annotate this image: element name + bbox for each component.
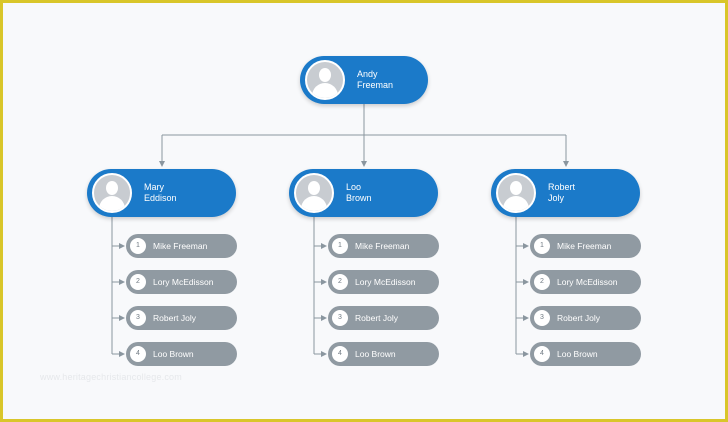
report-node[interactable]: 2 Lory McEdisson	[328, 270, 439, 294]
report-number-badge: 4	[130, 346, 146, 362]
report-name: Loo Brown	[153, 349, 194, 359]
report-name: Lory McEdisson	[153, 277, 214, 287]
report-number-badge: 1	[534, 238, 550, 254]
person-avatar-icon	[496, 173, 536, 213]
report-number-badge: 1	[130, 238, 146, 254]
report-number-badge: 2	[332, 274, 348, 290]
report-name: Loo Brown	[355, 349, 396, 359]
report-name: Mike Freeman	[153, 241, 208, 251]
report-number-badge: 3	[332, 310, 348, 326]
report-number-badge: 3	[534, 310, 550, 326]
report-number-badge: 2	[534, 274, 550, 290]
report-node[interactable]: 2 Lory McEdisson	[126, 270, 237, 294]
report-node[interactable]: 3 Robert Joly	[530, 306, 641, 330]
person-avatar-icon	[92, 173, 132, 213]
report-name: Lory McEdisson	[355, 277, 416, 287]
report-node[interactable]: 2 Lory McEdisson	[530, 270, 641, 294]
report-node[interactable]: 3 Robert Joly	[328, 306, 439, 330]
report-number-badge: 1	[332, 238, 348, 254]
report-name: Mike Freeman	[557, 241, 612, 251]
report-node[interactable]: 1 Mike Freeman	[126, 234, 237, 258]
report-number-badge: 4	[534, 346, 550, 362]
report-node[interactable]: 1 Mike Freeman	[530, 234, 641, 258]
report-node[interactable]: 4 Loo Brown	[126, 342, 237, 366]
report-name: Robert Joly	[355, 313, 398, 323]
report-name: Lory McEdisson	[557, 277, 618, 287]
report-name: Loo Brown	[557, 349, 598, 359]
report-node[interactable]: 4 Loo Brown	[328, 342, 439, 366]
report-node[interactable]: 4 Loo Brown	[530, 342, 641, 366]
report-name: Mike Freeman	[355, 241, 410, 251]
report-node[interactable]: 3 Robert Joly	[126, 306, 237, 330]
report-number-badge: 4	[332, 346, 348, 362]
report-name: Robert Joly	[557, 313, 600, 323]
person-avatar-icon	[294, 173, 334, 213]
person-avatar-icon	[305, 60, 345, 100]
watermark-text: www.heritagechristiancollege.com	[40, 372, 182, 382]
report-name: Robert Joly	[153, 313, 196, 323]
report-number-badge: 3	[130, 310, 146, 326]
report-node[interactable]: 1 Mike Freeman	[328, 234, 439, 258]
report-number-badge: 2	[130, 274, 146, 290]
